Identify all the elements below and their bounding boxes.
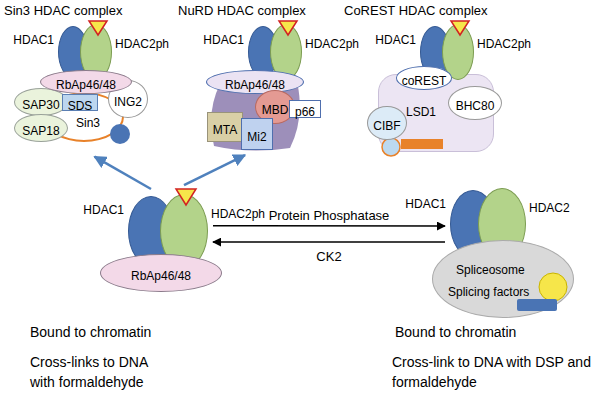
reaction-arrow	[95, 157, 152, 189]
text-holder: MTA	[213, 120, 237, 138]
complex-group: CoREST HDAC complexHDAC1HDAC2phcoRESTLSD…	[340, 0, 505, 152]
text-holder: HDAC1	[375, 30, 416, 48]
subunit-label: ING2	[114, 95, 142, 109]
text-holder: CIBF	[373, 116, 400, 134]
text-holder: HDAC1	[203, 30, 244, 48]
text-holder: CoREST HDAC complex	[344, 1, 488, 19]
text-holder: CK2	[314, 247, 343, 265]
subunit-label: HDAC2	[529, 201, 570, 215]
subunit-label: Splicing factors	[448, 285, 529, 299]
protein-subunit: Mi2	[241, 118, 272, 150]
protein-subunit: RbAp46/48	[206, 70, 304, 94]
complex-group: NuRD HDAC complexHDAC1HDAC2phRbAp46/48MB…	[170, 0, 320, 152]
subunit-label: SAP30	[22, 98, 59, 112]
text-holder: SAP30	[22, 95, 59, 113]
subunit-label: SAP18	[22, 124, 59, 138]
subunit-label: HDAC2ph	[115, 37, 169, 51]
text-holder: Sin3 HDAC complex	[4, 1, 123, 19]
text-holder: BHC80	[456, 96, 495, 114]
complex-title: NuRD HDAC complex	[178, 3, 306, 18]
subunit-label: HDAC2ph	[305, 37, 359, 51]
text-holder: coREST	[402, 71, 447, 89]
subunit-label: RbAp46/48	[56, 78, 116, 92]
text-holder: Bound to chromatin	[30, 322, 210, 342]
subunit-label: HDAC1	[203, 33, 244, 47]
text-holder: Splicing factors	[448, 282, 529, 300]
state-note: Bound to chromatin	[30, 324, 151, 340]
protein-subunit: SAP18	[14, 114, 68, 142]
text-holder: ING2	[114, 92, 142, 110]
text-holder: HDAC1	[83, 200, 124, 218]
subunit-label: HDAC2ph	[211, 207, 265, 221]
subunit-label: Spliceosome	[456, 263, 525, 277]
subunit-label: MTA	[213, 123, 237, 137]
reaction-arrow	[213, 241, 445, 243]
text-holder: Cross-links to DNA with formaldehyde	[30, 352, 170, 392]
protein-subunit: coREST	[396, 66, 453, 90]
text-holder: RbAp46/48	[56, 75, 116, 93]
reaction-arrow	[213, 225, 445, 227]
reaction-arrow	[184, 155, 245, 185]
text-holder: Spliceosome	[456, 260, 525, 278]
text-holder: HDAC2ph	[115, 34, 169, 52]
arrow-label: CK2	[314, 249, 343, 264]
state-note: Cross-link to DNA with DSP and formaldeh…	[392, 354, 591, 390]
state-note: Cross-links to DNA with formaldehyde	[30, 354, 147, 390]
subunit-label: RbAp46/48	[131, 269, 191, 283]
subunit-label: HDAC1	[13, 33, 54, 47]
protein-subunit: SAP30	[14, 88, 68, 116]
text-holder: Protein Phosphatase	[267, 206, 392, 224]
text-holder: HDAC1	[13, 30, 54, 48]
complex-title: CoREST HDAC complex	[344, 3, 488, 18]
subunit-decoration	[433, 241, 575, 319]
text-holder: HDAC2	[529, 198, 570, 216]
subunit-label: HDAC1	[375, 33, 416, 47]
protein-subunit: p66	[289, 100, 321, 118]
subunit-label: CIBF	[373, 119, 400, 133]
protein-subunit: RbAp46/48	[40, 70, 132, 94]
subunit-label: HDAC1	[405, 197, 446, 211]
complex-group: Sin3 HDAC complexHDAC1HDAC2phRbAp46/48SA…	[0, 0, 150, 152]
protein-subunit: SDS	[62, 94, 99, 111]
protein-subunit: CIBF	[367, 106, 406, 140]
text-holder: MBD	[262, 100, 289, 118]
subunit-label: BHC80	[456, 99, 495, 113]
text-holder: RbAp46/48	[131, 266, 191, 284]
subunit-label: Mi2	[247, 130, 266, 144]
protein-subunit: BHC80	[448, 86, 502, 120]
subunit-label: LSD1	[406, 105, 436, 119]
protein-subunit: MTA	[207, 112, 243, 142]
complex-title: Sin3 HDAC complex	[4, 3, 123, 18]
text-holder: HDAC2ph	[477, 34, 531, 52]
arrow-label: Protein Phosphatase	[267, 208, 392, 223]
text-holder: HDAC1	[405, 194, 446, 212]
subunit-label: p66	[295, 105, 315, 119]
text-holder: LSD1	[406, 102, 436, 120]
subunit-label: coREST	[402, 74, 447, 88]
subunit-label: MBD	[262, 103, 289, 117]
subunit-label: SDS	[68, 99, 93, 113]
text-holder: NuRD HDAC complex	[178, 1, 306, 19]
subunit-label: HDAC1	[83, 203, 124, 217]
text-holder: Sin3	[76, 113, 100, 131]
text-holder: SDS	[68, 96, 93, 114]
text-holder: SAP18	[22, 121, 59, 139]
text-holder: Cross-link to DNA with DSP and formaldeh…	[392, 352, 592, 392]
text-holder: Bound to chromatin	[395, 322, 585, 342]
state-note: Bound to chromatin	[395, 324, 516, 340]
text-holder: p66	[295, 102, 315, 120]
text-holder: HDAC2ph	[305, 34, 359, 52]
subunit-label: Sin3	[76, 116, 100, 130]
subunit-label: HDAC2ph	[477, 37, 531, 51]
protein-subunit: RbAp46/48	[100, 254, 222, 292]
text-holder: Mi2	[247, 127, 266, 145]
text-holder: HDAC2ph	[211, 204, 265, 222]
spliceosome-complex: SpliceosomeSplicing factors	[432, 240, 574, 318]
